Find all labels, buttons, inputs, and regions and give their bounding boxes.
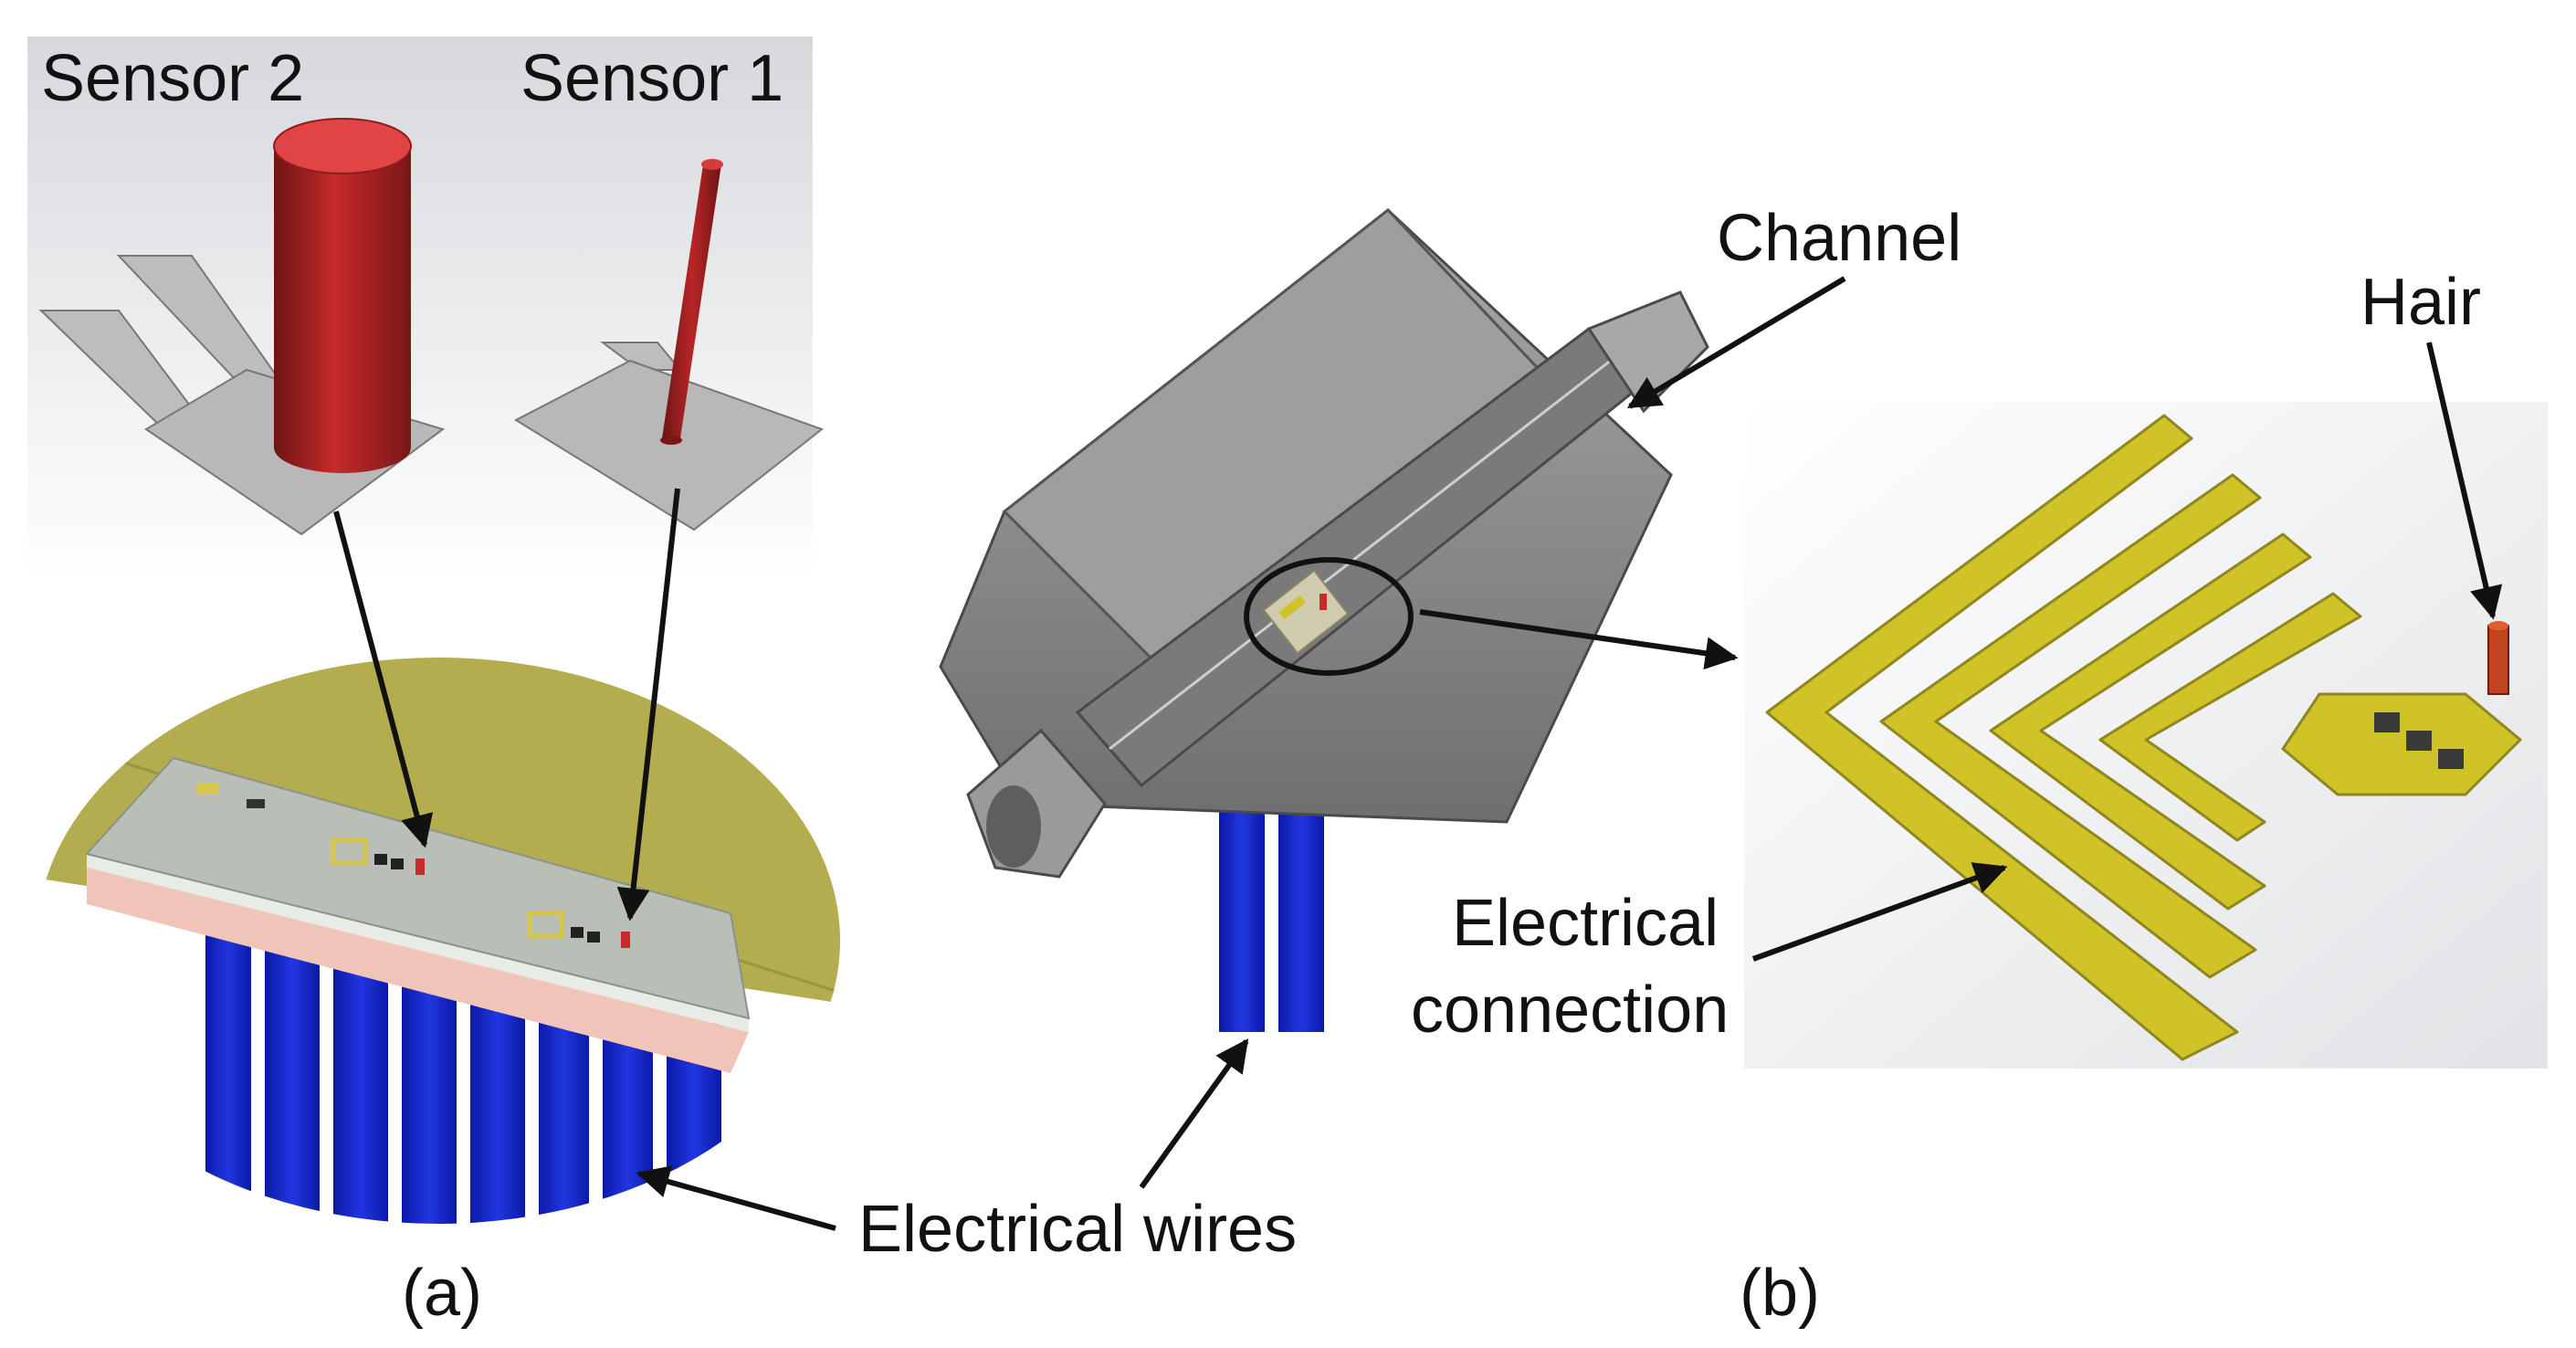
electrical-wires-arrow-b xyxy=(1139,1038,1249,1189)
gold-contact-pad xyxy=(2281,692,2522,796)
gold-trace xyxy=(1879,473,2262,979)
sensor-1-label: Sensor 1 xyxy=(520,42,783,115)
sensor-2-cylinder-top xyxy=(273,118,412,174)
electrical-wires-callout: Electrical wires xyxy=(636,1038,1297,1266)
sensor-footprint xyxy=(331,837,425,875)
electrical-wires-b xyxy=(1219,785,1324,1032)
electrical-wire-bundle xyxy=(205,932,721,1224)
panel-a: Sensor 2 Sensor 1 (a) xyxy=(27,37,840,1330)
channel-fitting-left-opening xyxy=(986,785,1041,868)
channel-fitting-right xyxy=(1586,290,1709,414)
electrical-connection-label-line2: connection xyxy=(1411,974,1729,1047)
sensor-footprint xyxy=(527,911,630,948)
sensor-2-label: Sensor 2 xyxy=(41,42,304,115)
sensor-1-cylinder-top xyxy=(701,159,723,170)
sensor-2-placement-arrow xyxy=(333,511,434,848)
hair-arrow xyxy=(2426,342,2503,620)
electrical-wires-label: Electrical wires xyxy=(858,1193,1297,1266)
gold-trace xyxy=(1989,532,2312,911)
sensor-1-cylinder-hair xyxy=(662,164,721,438)
sensor-1-placement-arrow xyxy=(616,488,680,921)
panel-b: Channel Hair Electrical connection (b) xyxy=(922,201,2548,1330)
sensor-2-cylinder-hair xyxy=(274,146,411,473)
electrical-wires-arrow-a xyxy=(636,1165,836,1231)
hair-label: Hair xyxy=(2360,266,2481,339)
sensor-footprint xyxy=(196,784,265,808)
gold-trace xyxy=(1765,414,2239,1061)
sensor-1-model xyxy=(513,159,825,532)
sensor-1-substrate xyxy=(513,359,825,532)
pcb-strip-white-layer xyxy=(87,854,749,1032)
sensor-chip xyxy=(2374,712,2464,769)
pcb-strip-pink-layer xyxy=(87,868,749,1073)
panel-b-label: (b) xyxy=(1740,1257,1820,1330)
sensor-1-cylinder-base xyxy=(660,436,682,445)
pcb-strip-top xyxy=(85,756,751,1020)
sensor-zoom-circle xyxy=(1244,557,1414,676)
panel-a-label: (a) xyxy=(402,1257,482,1330)
zoom-arrow xyxy=(1419,609,1739,670)
hair-cylinder xyxy=(2487,625,2509,695)
electrical-connection-label: Electrical xyxy=(1452,887,1719,960)
channel-housing xyxy=(939,207,1709,879)
channel-arrow xyxy=(1626,276,1846,409)
embedded-sensor-strip xyxy=(1262,569,1350,655)
gold-trace xyxy=(2098,592,2362,842)
sensor-2-model xyxy=(38,118,446,536)
channel-label: Channel xyxy=(1717,202,1961,275)
electrical-connection-arrow xyxy=(1751,862,2008,962)
electrical-connection-layout xyxy=(1744,402,2548,1069)
